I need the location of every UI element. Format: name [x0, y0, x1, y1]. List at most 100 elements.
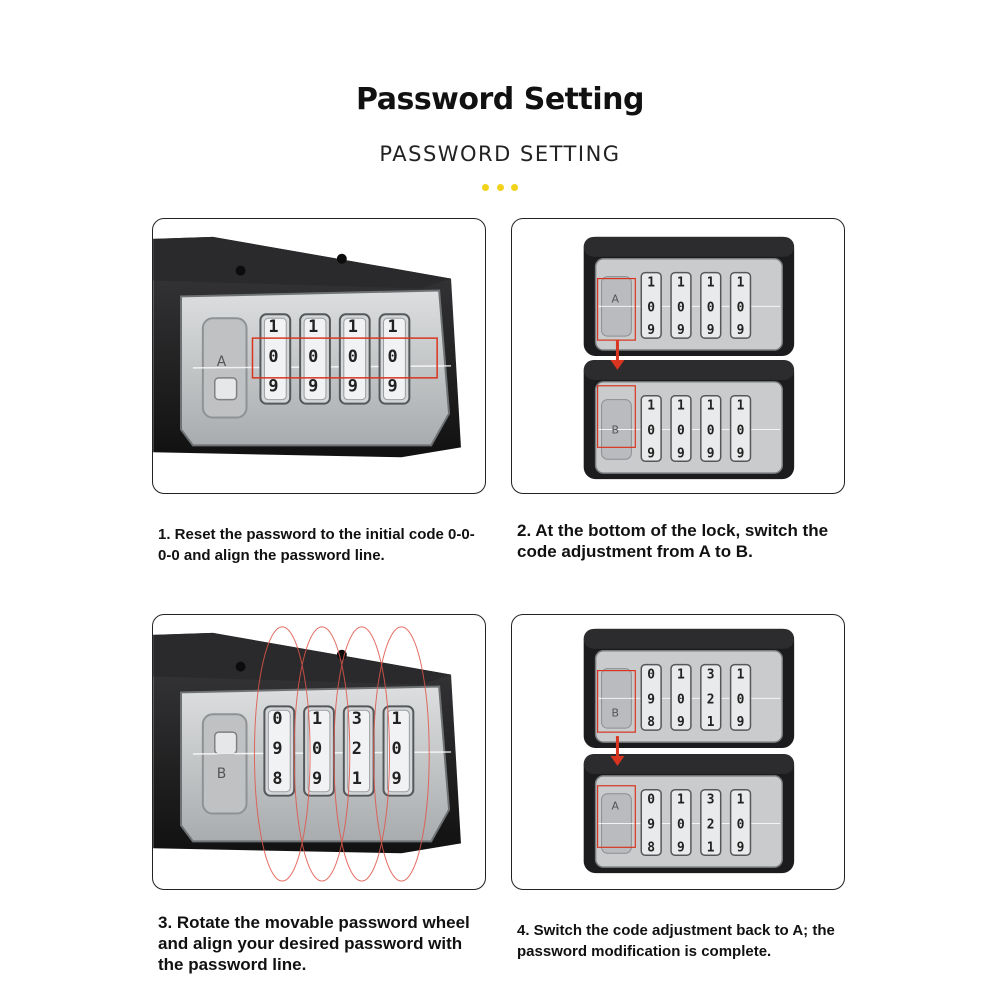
code-wheel[interactable]: 109	[338, 313, 371, 405]
code-wheel[interactable]: 109	[729, 271, 752, 339]
code-wheel[interactable]: 109	[640, 394, 662, 462]
wheel-digit: 0	[647, 668, 655, 683]
wheel-digit: 9	[647, 817, 655, 832]
slot-label: B	[611, 423, 618, 436]
slot-label: A	[611, 292, 619, 305]
code-wheel[interactable]: 109	[670, 271, 692, 339]
code-wheel[interactable]: 109	[700, 394, 722, 462]
mode-switch-knob	[214, 377, 238, 401]
wheel-digit: 0	[737, 692, 745, 707]
slot-label: A	[611, 800, 619, 813]
code-wheel[interactable]: 1 0 9	[700, 271, 722, 339]
slot-label: B	[217, 766, 227, 782]
code-wheel[interactable]: 098	[640, 663, 662, 731]
code-wheel[interactable]: 3 2 1	[342, 705, 375, 797]
switch-highlight-box	[596, 785, 636, 848]
wheel-digit: 9	[737, 715, 745, 730]
wheel-digit: 2	[707, 692, 715, 707]
switch-highlight-box	[596, 385, 636, 448]
code-wheel[interactable]: 109	[670, 788, 692, 856]
wheel-digit: 1	[737, 276, 745, 291]
wheel-digit: 9	[707, 446, 715, 461]
arrow-down-icon	[610, 359, 625, 370]
arrow-down-icon	[610, 755, 625, 766]
wheel-digit: 9	[647, 692, 655, 707]
wheel-digit: 1	[707, 276, 715, 291]
code-wheel[interactable]: 3 2 1	[700, 663, 722, 731]
wheel-digit: 9	[308, 376, 318, 396]
wheel-digit: 1	[268, 316, 278, 336]
code-wheel[interactable]: 321	[700, 788, 722, 856]
wheel-digit: 1	[352, 768, 362, 788]
code-wheel[interactable]: 109	[640, 271, 662, 339]
code-wheel[interactable]: 1 0 9	[378, 313, 411, 405]
wheel-digit: 1	[312, 708, 322, 728]
decorative-dots	[482, 184, 518, 192]
wheel-digit: 0	[647, 793, 655, 808]
wheel-digit: 1	[707, 715, 715, 730]
wheel-digit: 1	[391, 708, 401, 728]
wheel-digit: 0	[272, 708, 282, 728]
code-wheel[interactable]: 109	[670, 394, 692, 462]
code-wheel[interactable]: 109	[299, 313, 331, 405]
wheel-digit: 3	[352, 708, 362, 728]
wheel-digit: 1	[388, 316, 398, 336]
wheel-digit: 1	[737, 793, 745, 808]
wheel-digit: 9	[312, 768, 322, 788]
wheel-digit: 1	[647, 399, 655, 414]
code-wheel[interactable]: 109	[729, 394, 752, 462]
wheel-digit: 1	[707, 840, 715, 855]
wheel-digit: 0	[312, 738, 322, 758]
wheel-digit: 1	[677, 793, 685, 808]
code-wheel[interactable]: 098	[640, 788, 662, 856]
wheel-digit: 9	[272, 738, 282, 758]
code-wheel[interactable]: 109	[729, 788, 752, 856]
wheel-digit: 9	[677, 715, 685, 730]
code-wheel[interactable]: 109	[729, 663, 752, 731]
wheel-digit: 8	[272, 768, 282, 788]
code-wheel[interactable]: 109	[382, 705, 415, 797]
wheel-digit: 1	[677, 276, 685, 291]
wheel-digit: 2	[352, 738, 362, 758]
wheel-digit: 9	[737, 840, 745, 855]
wheel-digit: 0	[348, 346, 358, 366]
code-wheel[interactable]: 0 9 8	[263, 705, 296, 797]
wheel-digit: 0	[707, 300, 715, 315]
page-subtitle: PASSWORD SETTING	[379, 142, 621, 166]
wheel-digit: 0	[647, 300, 655, 315]
slot-label: A	[217, 354, 227, 370]
code-wheel[interactable]: 109	[670, 663, 692, 731]
step-2-caption: 2. At the bottom of the lock, switch the…	[517, 521, 829, 561]
wheel-digit: 3	[707, 668, 715, 683]
rotation-rings	[253, 626, 430, 882]
wheel-digit: 1	[677, 399, 685, 414]
wheel-digit: 9	[388, 376, 398, 396]
mode-switch-knob	[214, 731, 238, 755]
code-wheel[interactable]: 1 0 9	[259, 313, 292, 405]
wheel-digit: 0	[388, 346, 398, 366]
wheel-digit: 0	[268, 346, 278, 366]
wheel-digit: 0	[677, 692, 685, 707]
wheel-digit: 9	[647, 323, 655, 338]
wheel-digit: 1	[348, 316, 358, 336]
wheel-digit: 9	[677, 446, 685, 461]
wheel-digit: 9	[737, 446, 745, 461]
dot-icon	[496, 184, 504, 191]
wheel-digit: 0	[391, 738, 401, 758]
step-3-caption: 3. Rotate the movable password wheel and…	[158, 913, 470, 974]
wheel-digit: 9	[707, 323, 715, 338]
switch-highlight-box	[596, 669, 636, 733]
wheel-digit: 9	[647, 446, 655, 461]
slot-label: B	[611, 706, 618, 719]
code-wheel[interactable]: 1 0 9	[303, 705, 335, 797]
wheel-digit: 0	[677, 817, 685, 832]
page-title: Password Setting	[356, 82, 644, 117]
wheel-digit: 9	[268, 376, 278, 396]
